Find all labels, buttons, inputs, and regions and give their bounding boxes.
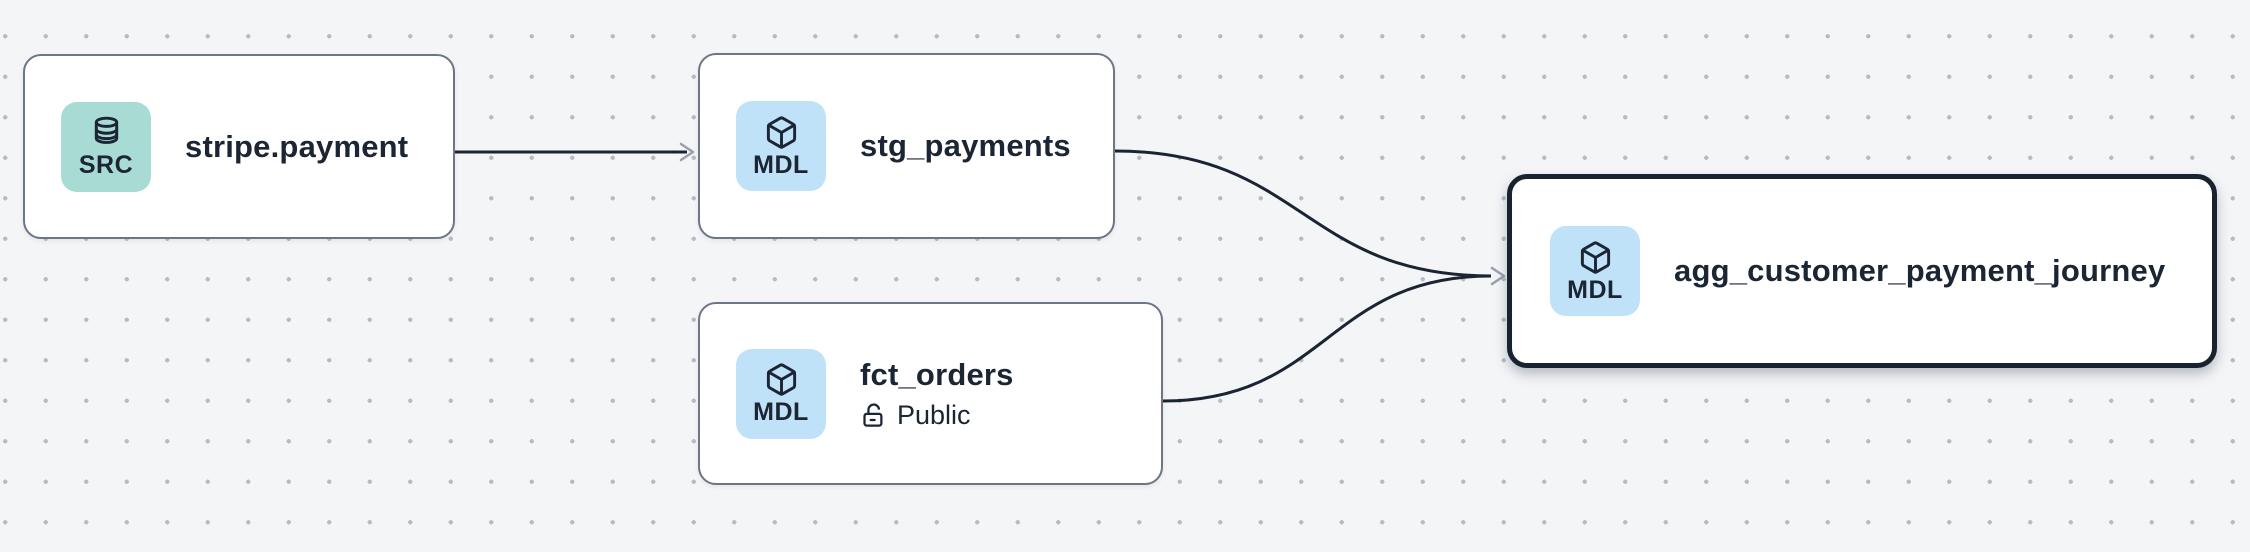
badge-label: MDL (753, 398, 809, 426)
model-type-badge: MDL (1550, 226, 1640, 316)
badge-label: SRC (78, 151, 134, 179)
badge-label: MDL (1567, 275, 1623, 304)
model-type-badge: MDL (736, 101, 826, 191)
source-type-badge: SRC (61, 101, 151, 192)
badge-label: MDL (753, 150, 809, 179)
cube-icon (766, 363, 796, 396)
cube-icon (766, 115, 796, 149)
edge-fct-orders-to-agg[interactable] (1162, 274, 1492, 403)
node-fct-orders[interactable]: MDL fct_orders Public (698, 302, 1163, 485)
database-icon (94, 116, 118, 144)
node-title: fct_orders (860, 356, 1014, 392)
node-title: stg_payments (860, 128, 1071, 163)
access-row: Public (860, 400, 1014, 431)
cube-icon (1580, 240, 1610, 274)
node-agg-customer-payment-journey-selected[interactable]: MDL agg_customer_payment_journey (1507, 174, 2217, 368)
arrowhead-icon (679, 142, 695, 162)
model-type-badge: MDL (736, 348, 826, 439)
node-title: agg_customer_payment_journey (1674, 253, 2166, 288)
arrowhead-icon (1490, 266, 1506, 286)
node-stripe-payment[interactable]: SRC stripe.payment (23, 54, 455, 239)
node-title: stripe.payment (185, 128, 409, 164)
node-stg-payments[interactable]: MDL stg_payments (698, 53, 1115, 239)
edge-stg-payments-to-agg[interactable] (1114, 149, 1492, 278)
unlock-icon (863, 402, 883, 427)
access-label: Public (897, 399, 971, 430)
